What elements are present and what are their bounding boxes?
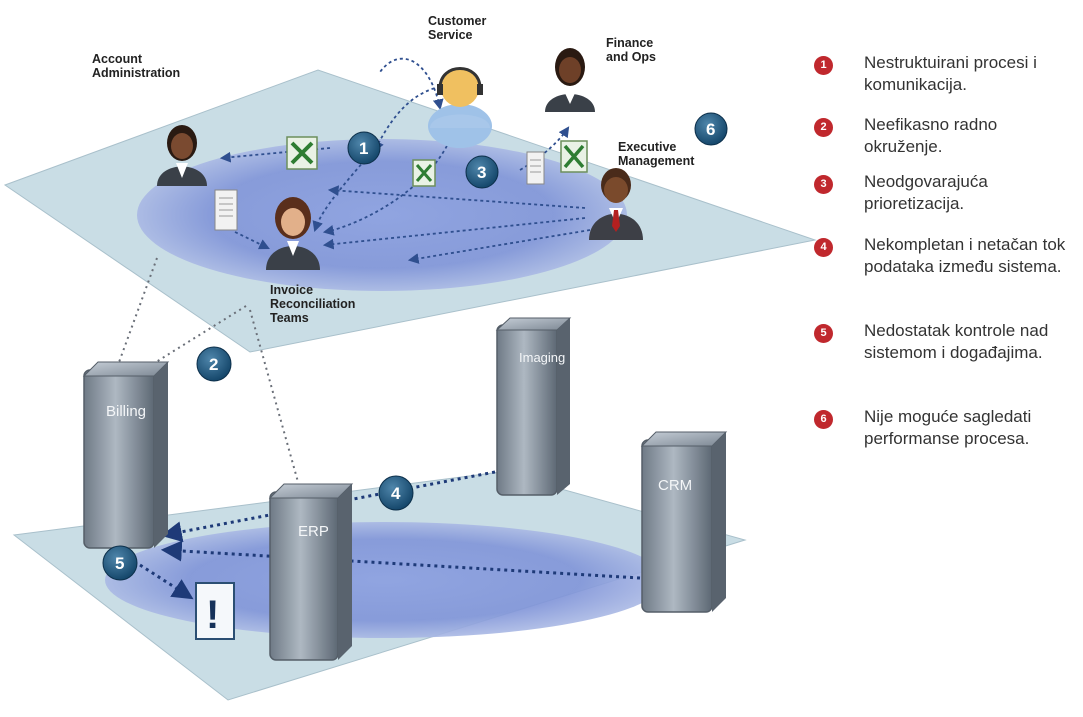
legend-item-3: 3 Neodgovarajuća prioretizacija.	[810, 171, 1080, 234]
marker-3: 3	[465, 155, 499, 189]
server-crm: CRM	[640, 431, 728, 613]
bottom-arrows	[139, 470, 641, 600]
bottom-ellipse	[105, 522, 665, 638]
svg-text:5: 5	[115, 554, 124, 573]
svg-text:4: 4	[391, 484, 401, 503]
marker-2: 2	[196, 346, 232, 382]
marker-5: 5	[102, 545, 138, 581]
marker-1: 1	[347, 131, 381, 165]
person-icon	[266, 197, 320, 270]
svg-text:1: 1	[359, 139, 368, 158]
server-erp: ERP	[268, 483, 354, 661]
svg-text:3: 3	[477, 163, 486, 182]
spreadsheet-icon	[286, 136, 318, 170]
top-layer	[3, 69, 817, 353]
legend-badge: 1	[814, 56, 833, 75]
legend-text: Neefikasno radno okruženje.	[864, 115, 998, 156]
legend-item-4: 4 Nekompletan i netačan tok podataka izm…	[810, 234, 1080, 320]
spreadsheet-icon	[560, 140, 588, 173]
document-icon	[526, 151, 545, 185]
server-icon	[269, 491, 339, 661]
server-imaging: Imaging	[495, 317, 572, 496]
legend-text: Nedostatak kontrole nad sistemom i događ…	[864, 321, 1049, 362]
legend-text: Nestruktuirani procesi i komunikacija.	[864, 53, 1037, 94]
server-billing: Billing	[82, 361, 170, 549]
server-icon	[641, 439, 713, 613]
top-ellipse	[137, 139, 627, 291]
legend-text: Neodgovarajuća prioretizacija.	[864, 172, 988, 213]
legend-text: Nije moguće sagledati performanse proces…	[864, 407, 1032, 448]
legend: 1 Nestruktuirani procesi i komunikacija.…	[810, 52, 1080, 466]
legend-item-1: 1 Nestruktuirani procesi i komunikacija.	[810, 52, 1080, 114]
svg-text:6: 6	[706, 120, 715, 139]
server-label-erp: ERP	[298, 523, 329, 540]
server-label-billing: Billing	[106, 403, 146, 420]
document-icon	[214, 189, 238, 231]
legend-badge: 5	[814, 324, 833, 343]
legend-badge: 2	[814, 118, 833, 137]
marker-4: 4	[378, 475, 414, 511]
svg-text:2: 2	[209, 355, 218, 374]
legend-text: Nekompletan i netačan tok podataka izmeđ…	[864, 235, 1066, 276]
headset-icon	[428, 67, 492, 148]
warning-symbol: !	[206, 593, 219, 637]
legend-badge: 3	[814, 175, 833, 194]
legend-item-2: 2 Neefikasno radno okruženje.	[810, 114, 1080, 171]
person-icon	[589, 168, 643, 240]
legend-badge: 6	[814, 410, 833, 429]
warning-icon: !	[195, 582, 235, 640]
spreadsheet-icon	[412, 159, 436, 187]
server-icon	[83, 369, 155, 549]
legend-item-6: 6 Nije moguće sagledati performanse proc…	[810, 406, 1080, 466]
legend-badge: 4	[814, 238, 833, 257]
legend-item-5: 5 Nedostatak kontrole nad sistemom i dog…	[810, 320, 1080, 406]
server-label-imaging: Imaging	[519, 350, 565, 365]
marker-6: 6	[694, 112, 728, 146]
layer-connectors	[117, 257, 299, 483]
server-label-crm: CRM	[658, 477, 692, 494]
person-icon	[157, 125, 207, 186]
person-icon	[545, 48, 595, 112]
